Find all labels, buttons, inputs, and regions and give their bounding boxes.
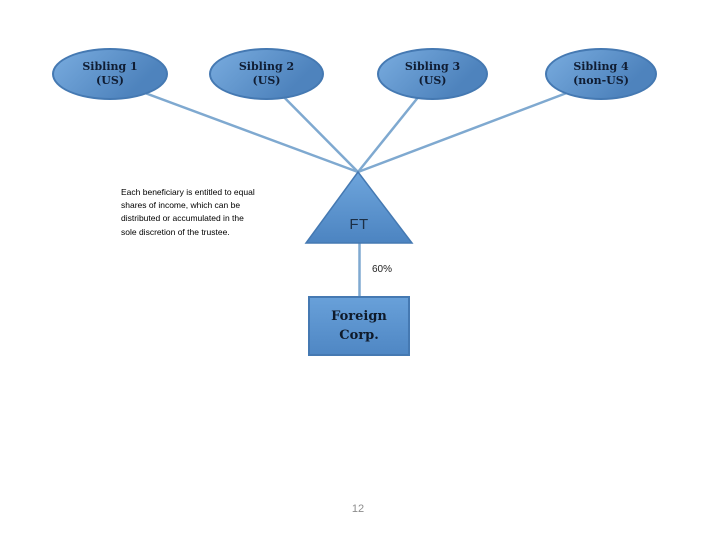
sibling-1-status: (US) — [96, 74, 124, 87]
foreign-corp-label: Foreign Corp. — [331, 309, 387, 343]
sibling-2-name: Sibling 2 — [238, 60, 295, 73]
connector-sibling-4-to-trust — [357, 78, 602, 174]
sibling-3-status: (US) — [418, 74, 447, 87]
sibling-4-name: Sibling 4 — [573, 60, 629, 73]
ownership-percentage-label: 60% — [372, 264, 393, 275]
trust-triangle-label: FT — [349, 216, 369, 233]
ellipse-sibling-2: Sibling 2 (US) — [209, 48, 324, 100]
sibling-3-name: Sibling 3 — [404, 60, 461, 73]
ellipse-sibling-1: Sibling 1 (US) — [52, 48, 168, 100]
trust-triangle — [304, 170, 414, 244]
sibling-1-name: Sibling 1 — [82, 60, 138, 73]
ellipse-sibling-3: Sibling 3 (US) — [377, 48, 488, 100]
beneficiary-note-text: Each beneficiary is entitled to equal sh… — [121, 187, 255, 237]
ellipse-sibling-4: Sibling 4 (non-US) — [545, 48, 657, 100]
sibling-2-status: (US) — [252, 74, 281, 87]
page-number: 12 — [351, 503, 365, 515]
connector-sibling-1-to-trust — [109, 78, 359, 174]
foreign-corp-box: Foreign Corp. — [308, 296, 410, 356]
sibling-4-status: (non-US) — [573, 74, 629, 87]
